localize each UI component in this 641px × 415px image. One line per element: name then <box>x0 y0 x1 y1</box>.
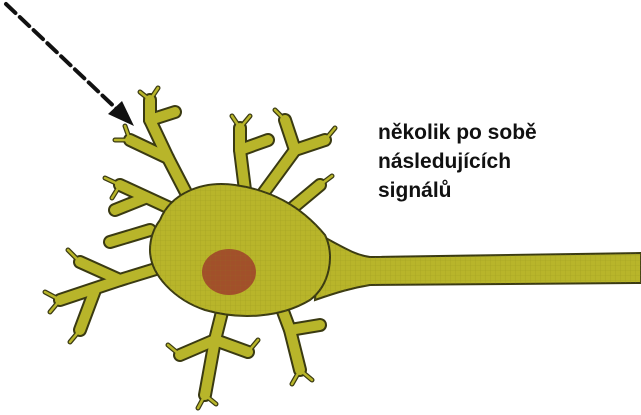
caption-line-3: signálů <box>378 176 628 205</box>
caption-line-2: následujících <box>378 147 628 176</box>
signal-caption: několik po sobě následujících signálů <box>378 118 628 205</box>
dashed-arrow-icon <box>6 4 134 126</box>
caption-line-1: několik po sobě <box>378 118 628 147</box>
